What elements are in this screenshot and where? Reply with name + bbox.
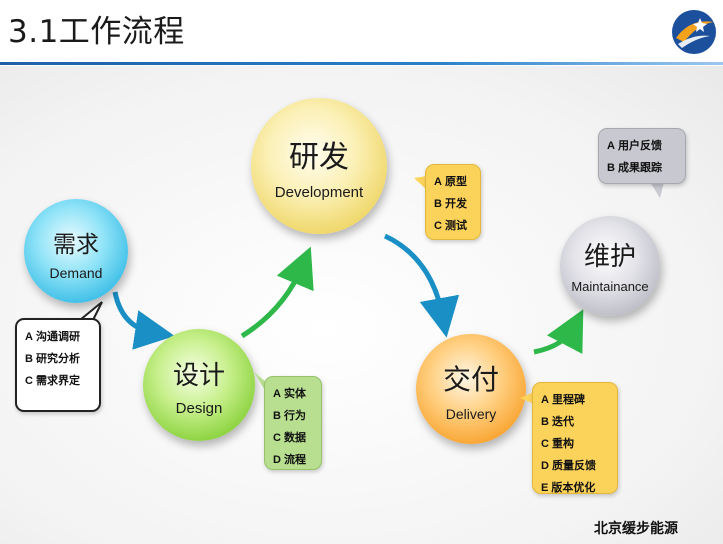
stage-demand-zh: 需求 xyxy=(53,232,99,258)
stage-development-zh: 研发 xyxy=(289,140,349,175)
stage-maintenance-en: Maintainance xyxy=(571,279,649,294)
title-divider xyxy=(0,62,723,65)
stage-development: 研发 Development xyxy=(251,98,387,234)
stage-design-en: Design xyxy=(175,400,223,417)
stage-demand-en: Demand xyxy=(49,265,103,281)
stage-delivery: 交付 Delivery xyxy=(416,334,526,444)
stage-delivery-zh: 交付 xyxy=(442,363,499,396)
stage-design: 设计 Design xyxy=(143,329,255,441)
arrow-delivery-to-maintenance xyxy=(533,309,584,355)
arrow-development-to-delivery xyxy=(383,233,460,338)
stage-maintenance: 维护 Maintainance xyxy=(560,216,660,316)
stage-delivery-en: Delivery xyxy=(445,406,497,422)
stage-maintenance-zh: 维护 xyxy=(583,242,636,272)
stage-design-zh: 设计 xyxy=(172,361,225,391)
stage-demand: 需求 Demand xyxy=(24,199,128,303)
company-logo-icon xyxy=(672,10,716,54)
slide-title: 3.1工作流程 xyxy=(8,14,185,50)
arrow-demand-to-design xyxy=(112,291,175,350)
company-name: 北京缓步能源 xyxy=(594,521,678,537)
arrow-design-to-development xyxy=(240,246,314,339)
stage-development-en: Development xyxy=(274,184,364,201)
